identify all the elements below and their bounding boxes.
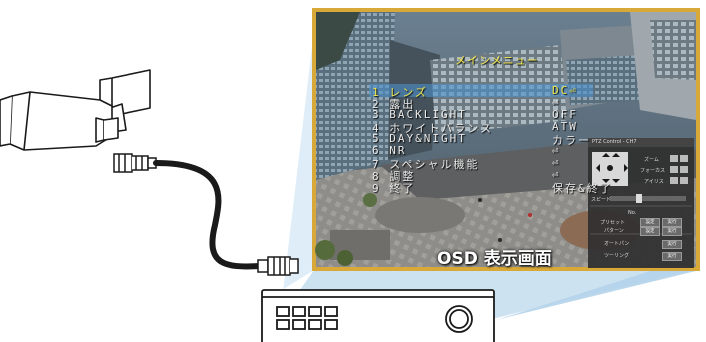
ptz-no-label: No. — [628, 210, 636, 216]
ptz-iris-label: アイリス — [644, 178, 664, 185]
ptz-tour-run-button[interactable]: 実行 — [662, 252, 682, 261]
dvr-recorder-icon — [262, 290, 494, 342]
ptz-preset-run-button[interactable]: 実行 — [662, 218, 682, 227]
ptz-pattern-run-button[interactable]: 実行 — [662, 227, 682, 236]
bnc-connector-dvr-icon — [258, 257, 298, 275]
ptz-pattern-set-button[interactable]: 設定 — [640, 227, 660, 236]
ptz-focus-label: フォーカス — [640, 167, 665, 174]
ptz-zoom-label: ズーム — [644, 156, 659, 163]
ptz-tour-label: ツーリング — [604, 252, 629, 259]
osd-item-9: 9 終了 — [372, 180, 415, 196]
ptz-pattern-label: パターン — [604, 227, 624, 234]
osd-value-9: 保存&終了 — [552, 180, 613, 196]
ptz-autopan-label: オートパン — [604, 240, 629, 247]
ptz-panel-title: PTZ Control - CH7 — [592, 139, 637, 145]
ptz-speed-label: スピード — [591, 196, 611, 203]
osd-menu-title: メインメニュー — [455, 52, 539, 68]
osd-caption: OSD 表示画面 — [437, 244, 552, 269]
ptz-preset-label: プリセット — [600, 219, 625, 226]
coax-cable — [156, 163, 260, 266]
bnc-connector-camera-icon — [114, 154, 156, 172]
ptz-preset-set-button[interactable]: 設定 — [640, 218, 660, 227]
bullet-camera-icon — [0, 70, 150, 150]
ptz-autopan-run-button[interactable]: 実行 — [662, 240, 682, 249]
